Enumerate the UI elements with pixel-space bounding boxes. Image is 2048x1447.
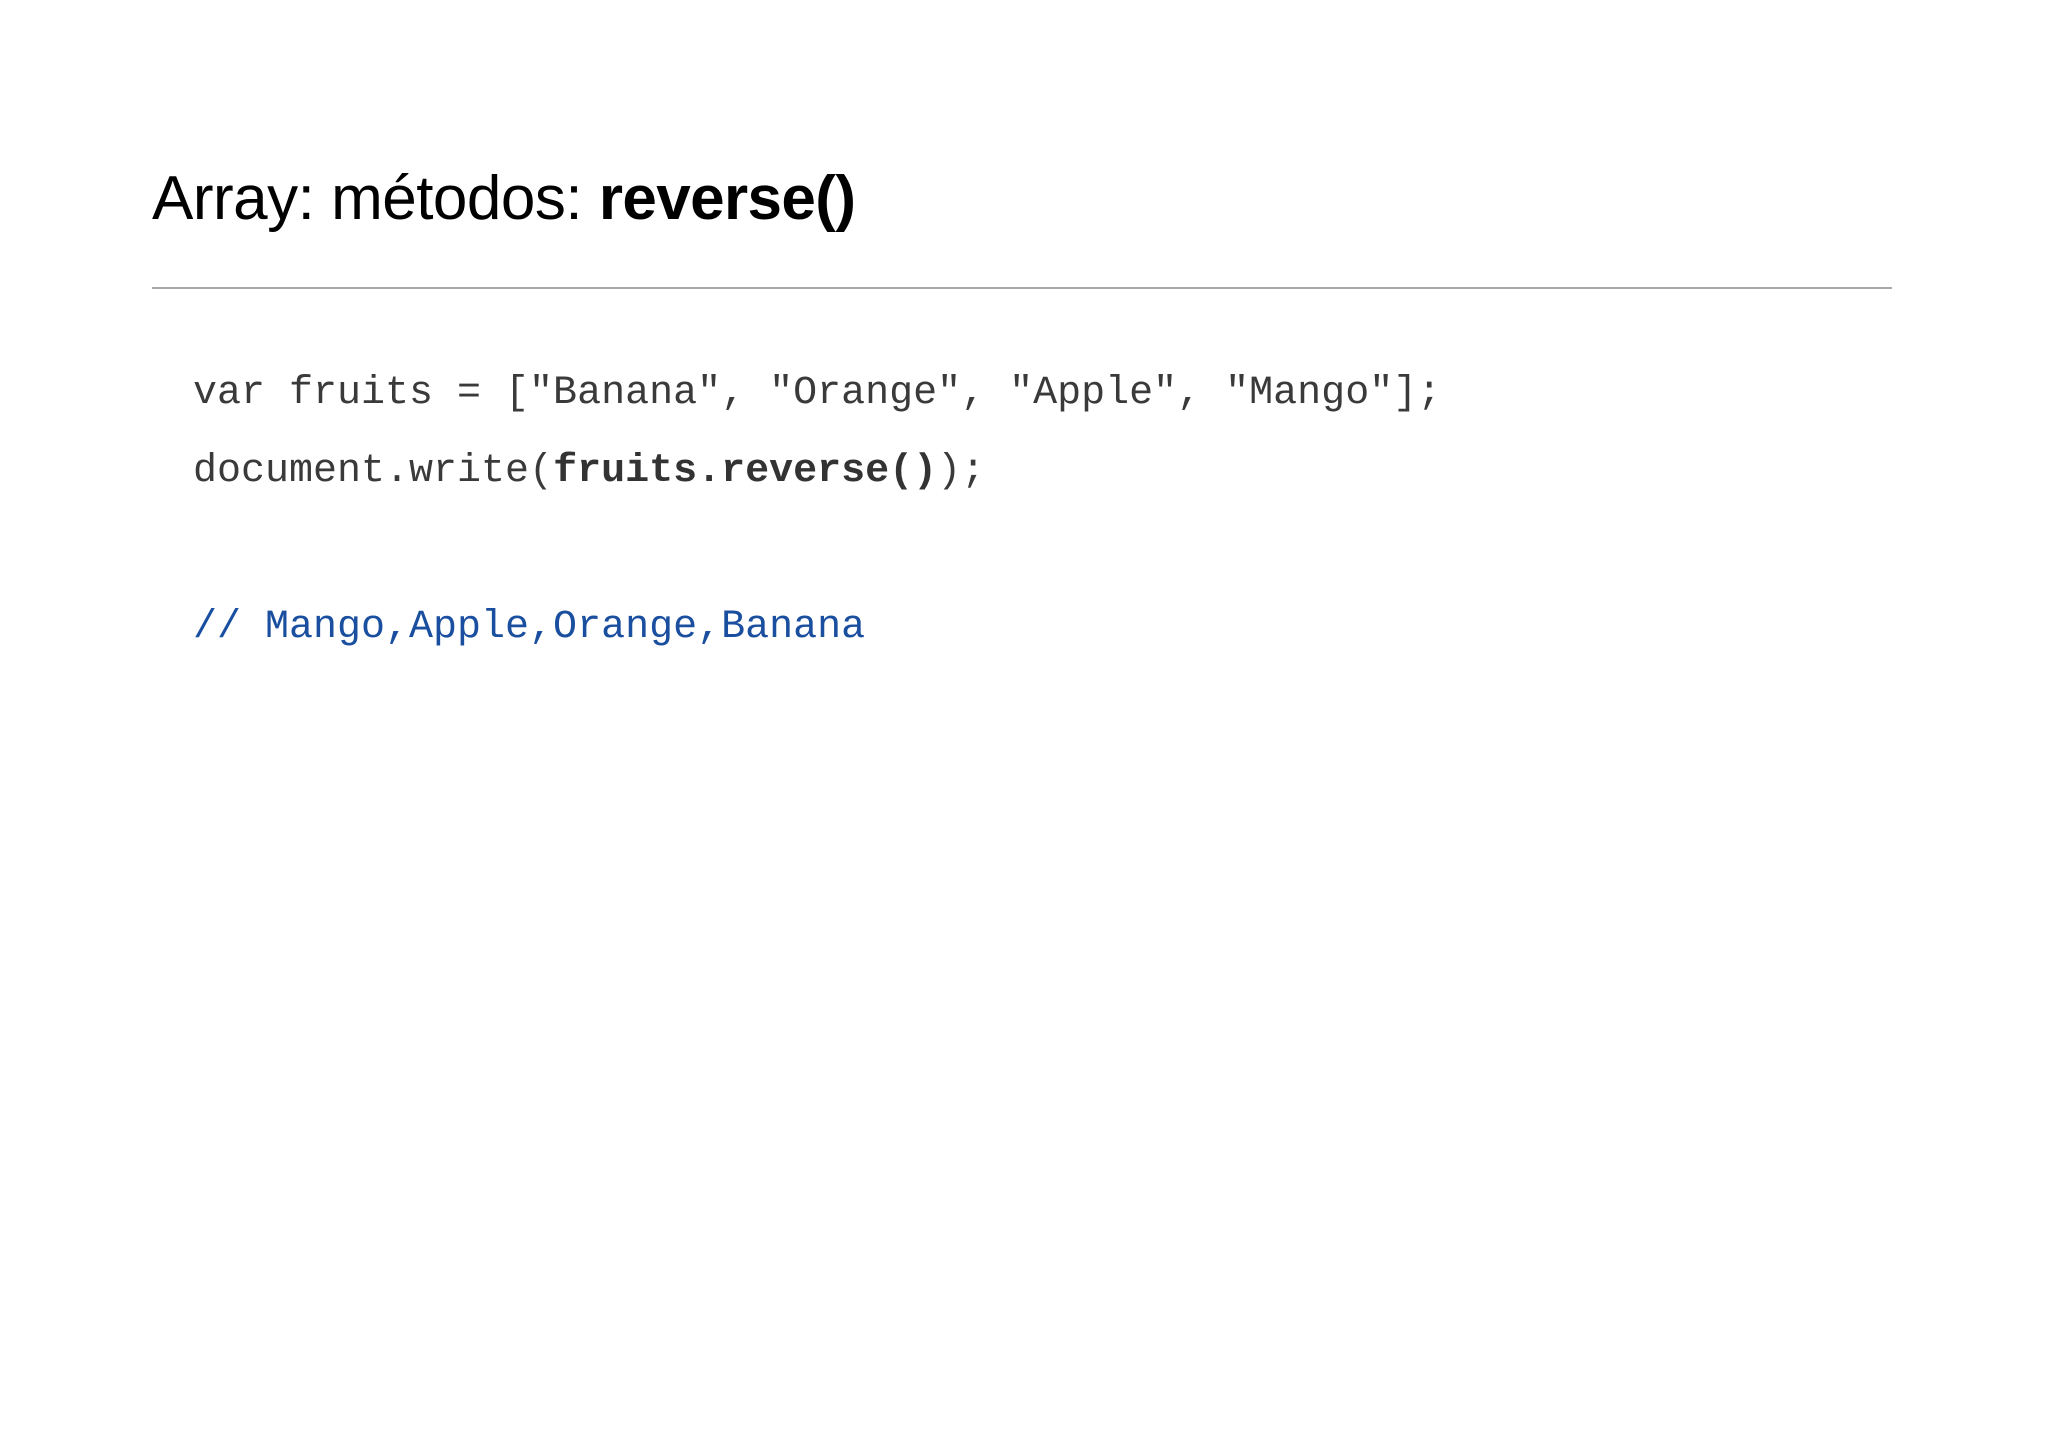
code-line-2: document.write(fruits.reverse()); bbox=[193, 433, 1973, 511]
title-divider bbox=[152, 287, 1892, 289]
code-token-plain: ); bbox=[937, 449, 986, 494]
page-title-prefix: Array: métodos: bbox=[152, 164, 599, 233]
code-line-4: // Mango,Apple,Orange,Banana bbox=[193, 589, 1973, 667]
code-token-plain: var fruits = ["Banana", "Orange", "Apple… bbox=[193, 371, 1442, 416]
code-token-bold: fruits.reverse() bbox=[553, 449, 938, 494]
page-title-method: reverse() bbox=[598, 164, 856, 233]
code-line-1: var fruits = ["Banana", "Orange", "Apple… bbox=[193, 355, 1973, 433]
page-title: Array: métodos: reverse() bbox=[152, 164, 856, 233]
code-line-3 bbox=[193, 511, 1973, 589]
code-block: var fruits = ["Banana", "Orange", "Apple… bbox=[193, 355, 1973, 667]
code-token-comment: // Mango,Apple,Orange,Banana bbox=[193, 605, 866, 650]
code-token-plain: document.write( bbox=[193, 449, 554, 494]
